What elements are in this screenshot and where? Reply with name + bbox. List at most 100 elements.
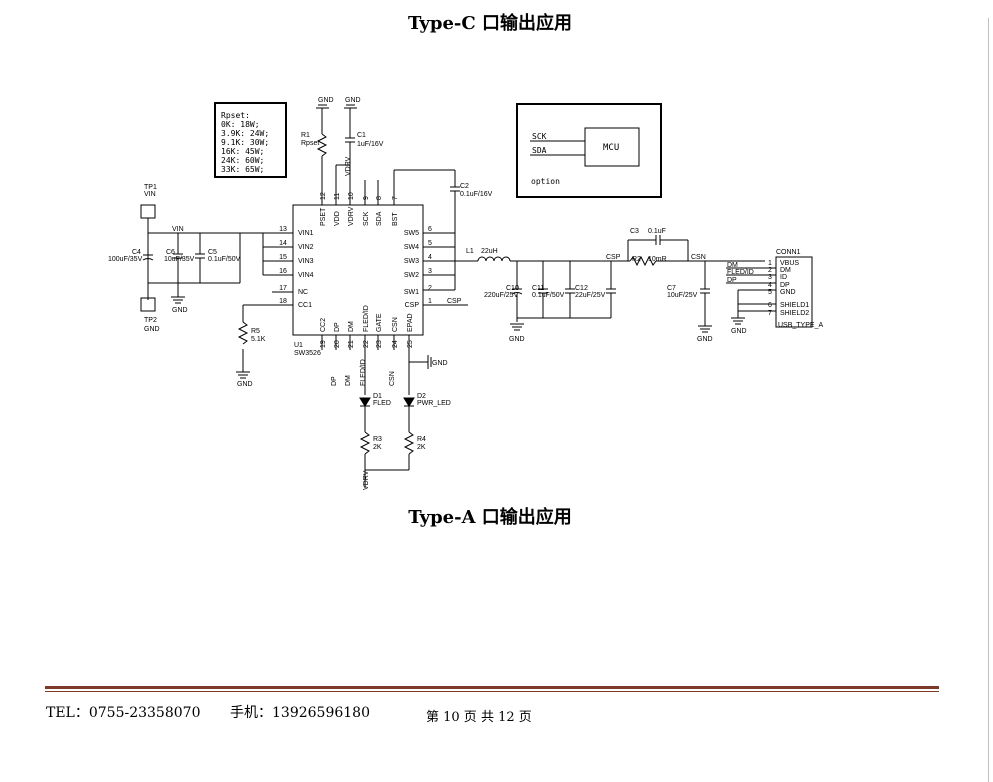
- ic-pin-name: FLED/ID: [363, 305, 370, 332]
- ic-pin-name: PSET: [320, 207, 327, 226]
- footer-rule-thick: [45, 686, 939, 689]
- ic-pin-name: SW2: [404, 272, 419, 279]
- footer-page-number: 第 10 页 共 12 页: [426, 710, 532, 725]
- conn-pin-name: VBUS: [780, 260, 799, 267]
- footer-mobile: 手机：13926596180: [230, 705, 370, 721]
- ic-pin-name: SW5: [404, 230, 419, 237]
- rpset-table-line: 16K: 45W;: [221, 147, 264, 156]
- conn-pin-number: 2: [768, 267, 772, 274]
- rpset-table-line: 24K: 60W;: [221, 156, 264, 165]
- r4-value: 2K: [417, 444, 426, 451]
- ic-pin-name: CSP: [405, 302, 420, 309]
- conn-wire-label: DP: [727, 277, 737, 284]
- tp1-ref: TP1: [144, 184, 157, 191]
- ic-pin-name: CC1: [298, 302, 312, 309]
- ic-pin-number: 19: [320, 340, 327, 348]
- ic-pin-name: EPAD: [407, 313, 414, 332]
- mcu-sda-label: SDA: [532, 146, 547, 155]
- ic-pin-name: SDA: [376, 211, 383, 226]
- c10-value: 220uF/25V: [484, 292, 519, 299]
- ic-pin-number: 10: [348, 192, 355, 200]
- rpset-table-line: Rpset:: [221, 111, 250, 120]
- conn-pin-name: DP: [780, 282, 790, 289]
- net-dp-label: DP: [331, 376, 338, 386]
- footer-rule-thin: [45, 691, 939, 692]
- net-csn-label: CSN: [389, 371, 396, 386]
- net-csn-label: CSN: [691, 254, 706, 261]
- conn-pin-name: DM: [780, 267, 791, 274]
- conn-pin-number: 4: [768, 282, 772, 289]
- d1-value: FLED: [373, 400, 391, 407]
- c12-ref: C12: [575, 285, 588, 292]
- net-gnd-label: GND: [731, 328, 747, 335]
- conn-pin-name: SHIELD2: [780, 310, 809, 317]
- c7-ref: C7: [667, 285, 676, 292]
- ic-pin-name: VIN3: [298, 258, 314, 265]
- c7-value: 10uF/25V: [667, 292, 698, 299]
- ic-part-label: SW3526: [294, 350, 321, 357]
- c4-ref: C4: [132, 249, 141, 256]
- net-vdrv-label: VDRV: [345, 156, 352, 176]
- conn1-part: USB_TYPE_A: [778, 322, 823, 329]
- c2-ref: C2: [460, 183, 469, 190]
- ic-pin-number: 8: [376, 196, 383, 200]
- c11-ref: C11: [532, 285, 544, 292]
- ic-pin-number: 13: [279, 226, 287, 233]
- rpset-table-line: 0K: 18W;: [221, 120, 260, 129]
- c11-value: 0.1uF/50V: [532, 292, 565, 299]
- c3-value: 0.1uF: [648, 228, 666, 235]
- conn-pin-number: 6: [768, 302, 772, 309]
- ic-pin-number: 20: [334, 340, 341, 348]
- r5-ref: R5: [251, 328, 260, 335]
- c2-value: 0.1uF/16V: [460, 191, 493, 198]
- ic-pin-number: 11: [334, 193, 341, 200]
- conn-wire-label: FLED/ID: [727, 269, 754, 276]
- ic-pin-name: CSN: [392, 317, 399, 332]
- d1-ref: D1: [373, 393, 382, 400]
- ic-pin-number: 7: [392, 196, 399, 200]
- c3-ref: C3: [630, 228, 639, 235]
- conn-pin-name: ID: [780, 274, 787, 281]
- net-vin-label: VIN: [172, 226, 184, 233]
- r5-value: 5.1K: [251, 336, 266, 343]
- ic-pin-name: BST: [392, 212, 399, 226]
- ic-pin-number: 1: [428, 298, 432, 305]
- ic-pin-number: 5: [428, 240, 432, 247]
- conn-pin-number: 5: [768, 289, 772, 296]
- ic-pin-name: NC: [298, 289, 308, 296]
- c5-ref: C5: [208, 249, 217, 256]
- ic-pin-number: 9: [363, 196, 370, 200]
- ic-pin-name: VDD: [334, 211, 341, 226]
- conn-pin-number: 1: [768, 260, 772, 267]
- c1-value: 1uF/16V: [357, 141, 384, 148]
- ic-pin-number: 16: [279, 268, 287, 275]
- ic-pin-name: GATE: [376, 313, 383, 332]
- r3-ref: R3: [373, 436, 382, 443]
- conn-pin-number: 7: [768, 310, 772, 317]
- l1-ref: L1: [466, 248, 474, 255]
- net-fled-label: FLED/ID: [360, 359, 367, 386]
- rpset-table-line: 9.1K: 30W;: [221, 138, 269, 147]
- tp1-value: VIN: [144, 191, 156, 198]
- c12-value: 22uF/25V: [575, 292, 606, 299]
- ic-pin-number: 23: [376, 340, 383, 348]
- ic-pin-number: 4: [428, 254, 432, 261]
- c6-value: 10uF/35V: [164, 256, 195, 263]
- net-gnd-label: GND: [172, 307, 188, 314]
- ic-ref-label: U1: [294, 342, 303, 349]
- r2-value: 10mR: [648, 256, 667, 263]
- r1-value: Rpset: [301, 140, 319, 147]
- mcu-label: MCU: [603, 143, 619, 153]
- net-csp-label: CSP: [606, 254, 621, 261]
- mcu-option-label: option: [531, 177, 560, 186]
- r3-value: 2K: [373, 444, 382, 451]
- ic-pin-name: CC2: [320, 318, 327, 332]
- mcu-sck-label: SCK: [532, 132, 547, 141]
- conn-wire-label: DM: [727, 262, 738, 269]
- net-gnd-label: GND: [509, 336, 525, 343]
- ic-pin-number: 24: [392, 340, 399, 348]
- typec-section-heading: Type-C 口输出应用: [408, 13, 572, 34]
- ic-pin-number: 25: [407, 340, 414, 348]
- ic-pin-number: 15: [279, 254, 287, 261]
- c1-ref: C1: [357, 132, 366, 139]
